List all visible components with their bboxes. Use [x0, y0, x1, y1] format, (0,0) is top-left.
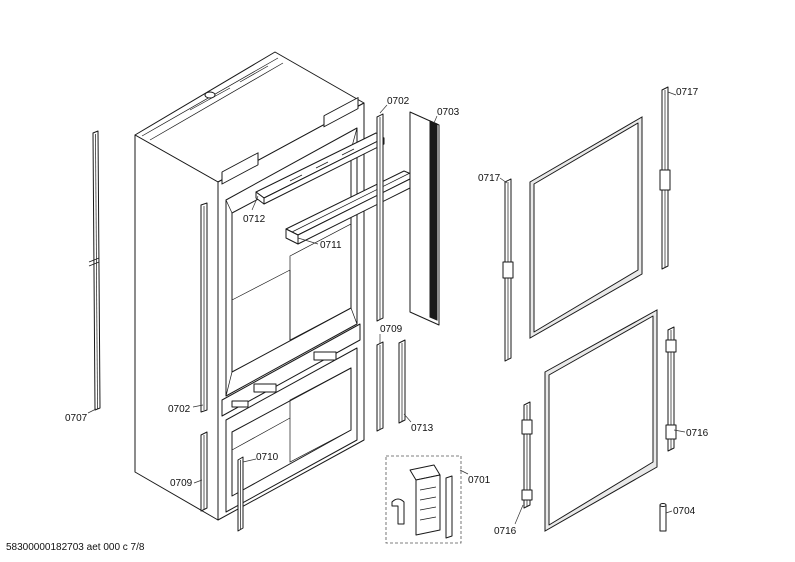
strip-0709-mid	[376, 341, 384, 432]
callout-label: 0704	[673, 506, 696, 517]
door-strip-0717-right	[659, 86, 671, 270]
door-strip-0717-left	[502, 178, 514, 362]
callout-label: 0703	[437, 107, 460, 118]
callout-0702-top: 0702	[379, 96, 410, 114]
callout-label: 0702	[387, 96, 410, 107]
callout-0702-bottom: 0702	[168, 404, 204, 415]
callout-0709-bottom: 0709	[170, 478, 203, 489]
strip-0707	[88, 130, 101, 411]
callout-0717-left: 0717	[478, 173, 508, 184]
callout-0716-left: 0716	[494, 504, 524, 537]
strip-0702-top	[376, 113, 384, 322]
callout-label: 0709	[170, 478, 193, 489]
door-strip-0716-right	[665, 326, 677, 452]
callout-0710: 0710	[242, 452, 279, 463]
document-footer-id: 58300000182703 aet 000 c 7/8	[6, 542, 145, 553]
callout-label: 0713	[411, 423, 434, 434]
callout-0711: 0711	[297, 237, 342, 251]
hardware-kit-0701	[385, 455, 462, 544]
callout-0712: 0712	[243, 195, 266, 225]
callout-label: 0702	[168, 404, 191, 415]
callout-label: 0716	[686, 428, 709, 439]
callout-0717-right: 0717	[667, 87, 699, 98]
callout-labels: 0702 0703 0712 0711 0717 0717 07	[65, 87, 709, 537]
callout-0707: 0707	[65, 408, 97, 424]
callout-0716-right: 0716	[673, 428, 709, 439]
door-strip-0716-left	[521, 401, 533, 509]
strip-0713	[398, 339, 406, 424]
callout-label: 0710	[256, 452, 279, 463]
upper-door-panel	[529, 116, 643, 339]
callout-label: 0712	[243, 214, 266, 225]
callout-label: 0711	[320, 240, 342, 251]
callout-0703: 0703	[433, 107, 460, 124]
callout-label: 0707	[65, 413, 88, 424]
strip-0710	[237, 456, 244, 532]
callout-0701: 0701	[459, 469, 491, 486]
callout-0713: 0713	[403, 413, 434, 434]
lower-door-panel	[544, 309, 658, 532]
panel-0703	[409, 111, 440, 326]
callout-label: 0717	[478, 173, 501, 184]
callout-0704: 0704	[665, 506, 696, 517]
callout-label: 0716	[494, 526, 517, 537]
callout-label: 0717	[676, 87, 699, 98]
callout-label: 0709	[380, 324, 403, 335]
refrigerator-cabinet	[134, 51, 365, 521]
callout-label: 0701	[468, 475, 491, 486]
channel-0712	[255, 132, 385, 205]
callout-0709-mid: 0709	[379, 324, 403, 343]
part-0704	[659, 503, 667, 532]
strip-0709-bottom	[200, 431, 208, 512]
